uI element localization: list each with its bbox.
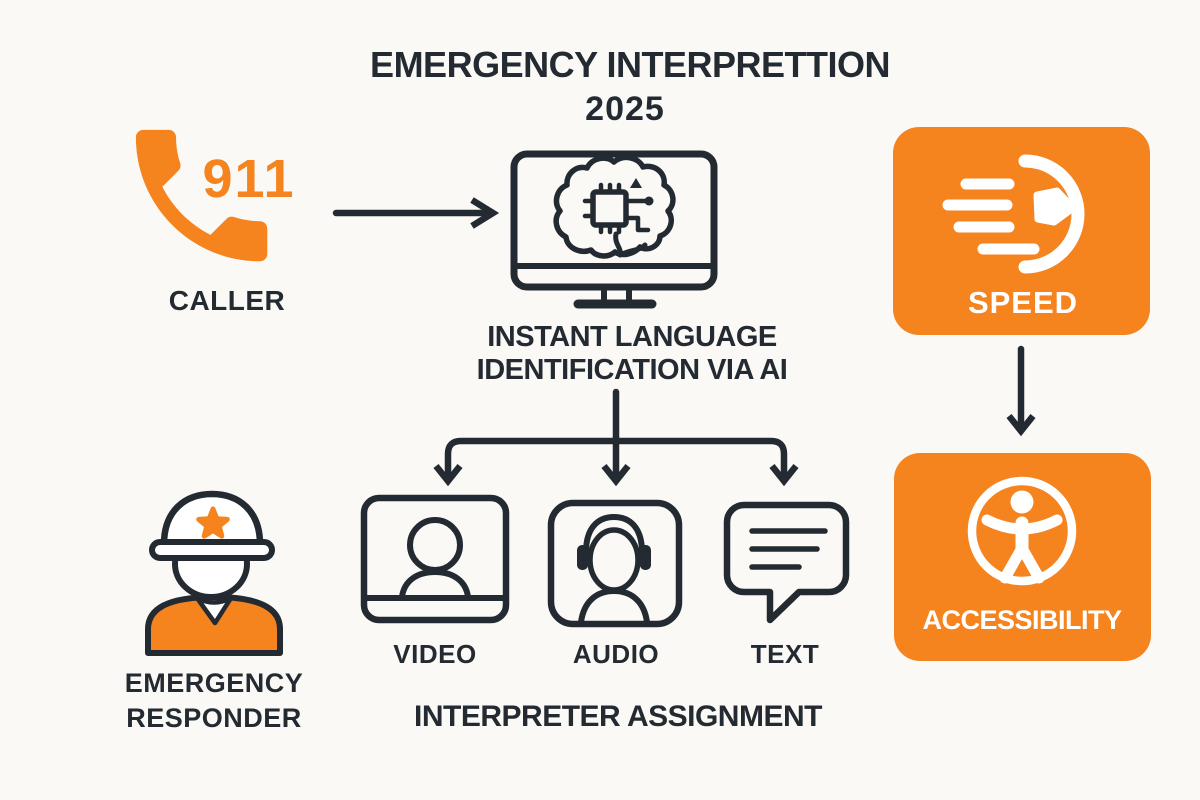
assignment-caption: INTERPRETER ASSIGNMENT	[414, 700, 822, 733]
monitor-brain-icon	[510, 150, 718, 309]
page-title-year: 2025	[585, 90, 665, 128]
speech-bubble-icon	[723, 501, 850, 624]
benefit-label-speed: SPEED	[967, 285, 1079, 320]
channel-label-video: VIDEO	[393, 639, 477, 669]
responder-label-line1: EMERGENCY	[124, 668, 304, 698]
emergency-number: 911	[202, 149, 296, 209]
responder-label-line2: RESPONDER	[126, 703, 302, 733]
channel-label-text: TEXT	[750, 639, 820, 669]
ai-step-label-line2: IDENTIFICATION VIA AI	[476, 354, 788, 386]
page-title: EMERGENCY INTERPRETTION	[370, 44, 890, 85]
star-icon	[196, 506, 230, 539]
channel-label-audio: AUDIO	[572, 639, 660, 669]
caller-label: CALLER	[168, 285, 286, 316]
helmet-worker-icon	[145, 490, 283, 656]
benefit-label-accessibility: ACCESSIBILITY	[922, 605, 1122, 635]
video-call-icon	[360, 494, 510, 624]
ai-step-label-line1: INSTANT LANGUAGE	[487, 321, 777, 353]
headset-person-icon	[547, 499, 683, 628]
